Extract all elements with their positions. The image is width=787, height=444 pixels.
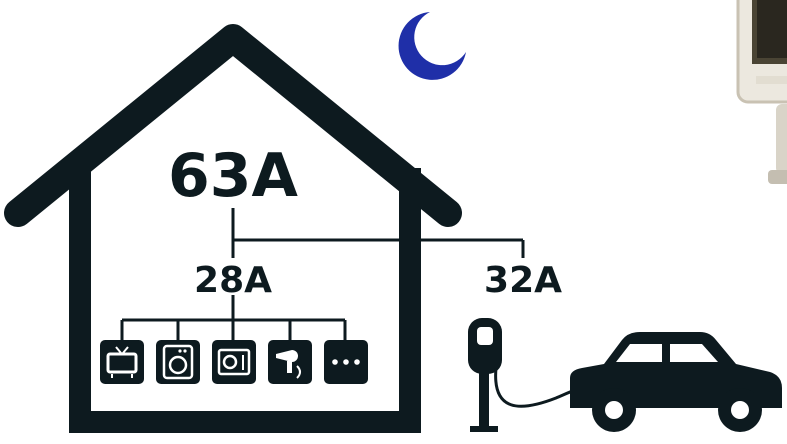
moon-icon [399,12,466,80]
charger-device-photo [738,0,787,184]
appliance-icons [100,340,368,384]
main-supply-label: 63A [168,141,298,211]
tv-icon [100,340,144,384]
more-icon [324,340,368,384]
washing-machine-icon [156,340,200,384]
car-icon [570,332,782,432]
wiring-lines [122,208,523,340]
house-load-label: 28A [194,260,272,301]
charger-load-label: 32A [484,260,562,301]
hair-dryer-icon [268,340,312,384]
microwave-icon [212,340,256,384]
